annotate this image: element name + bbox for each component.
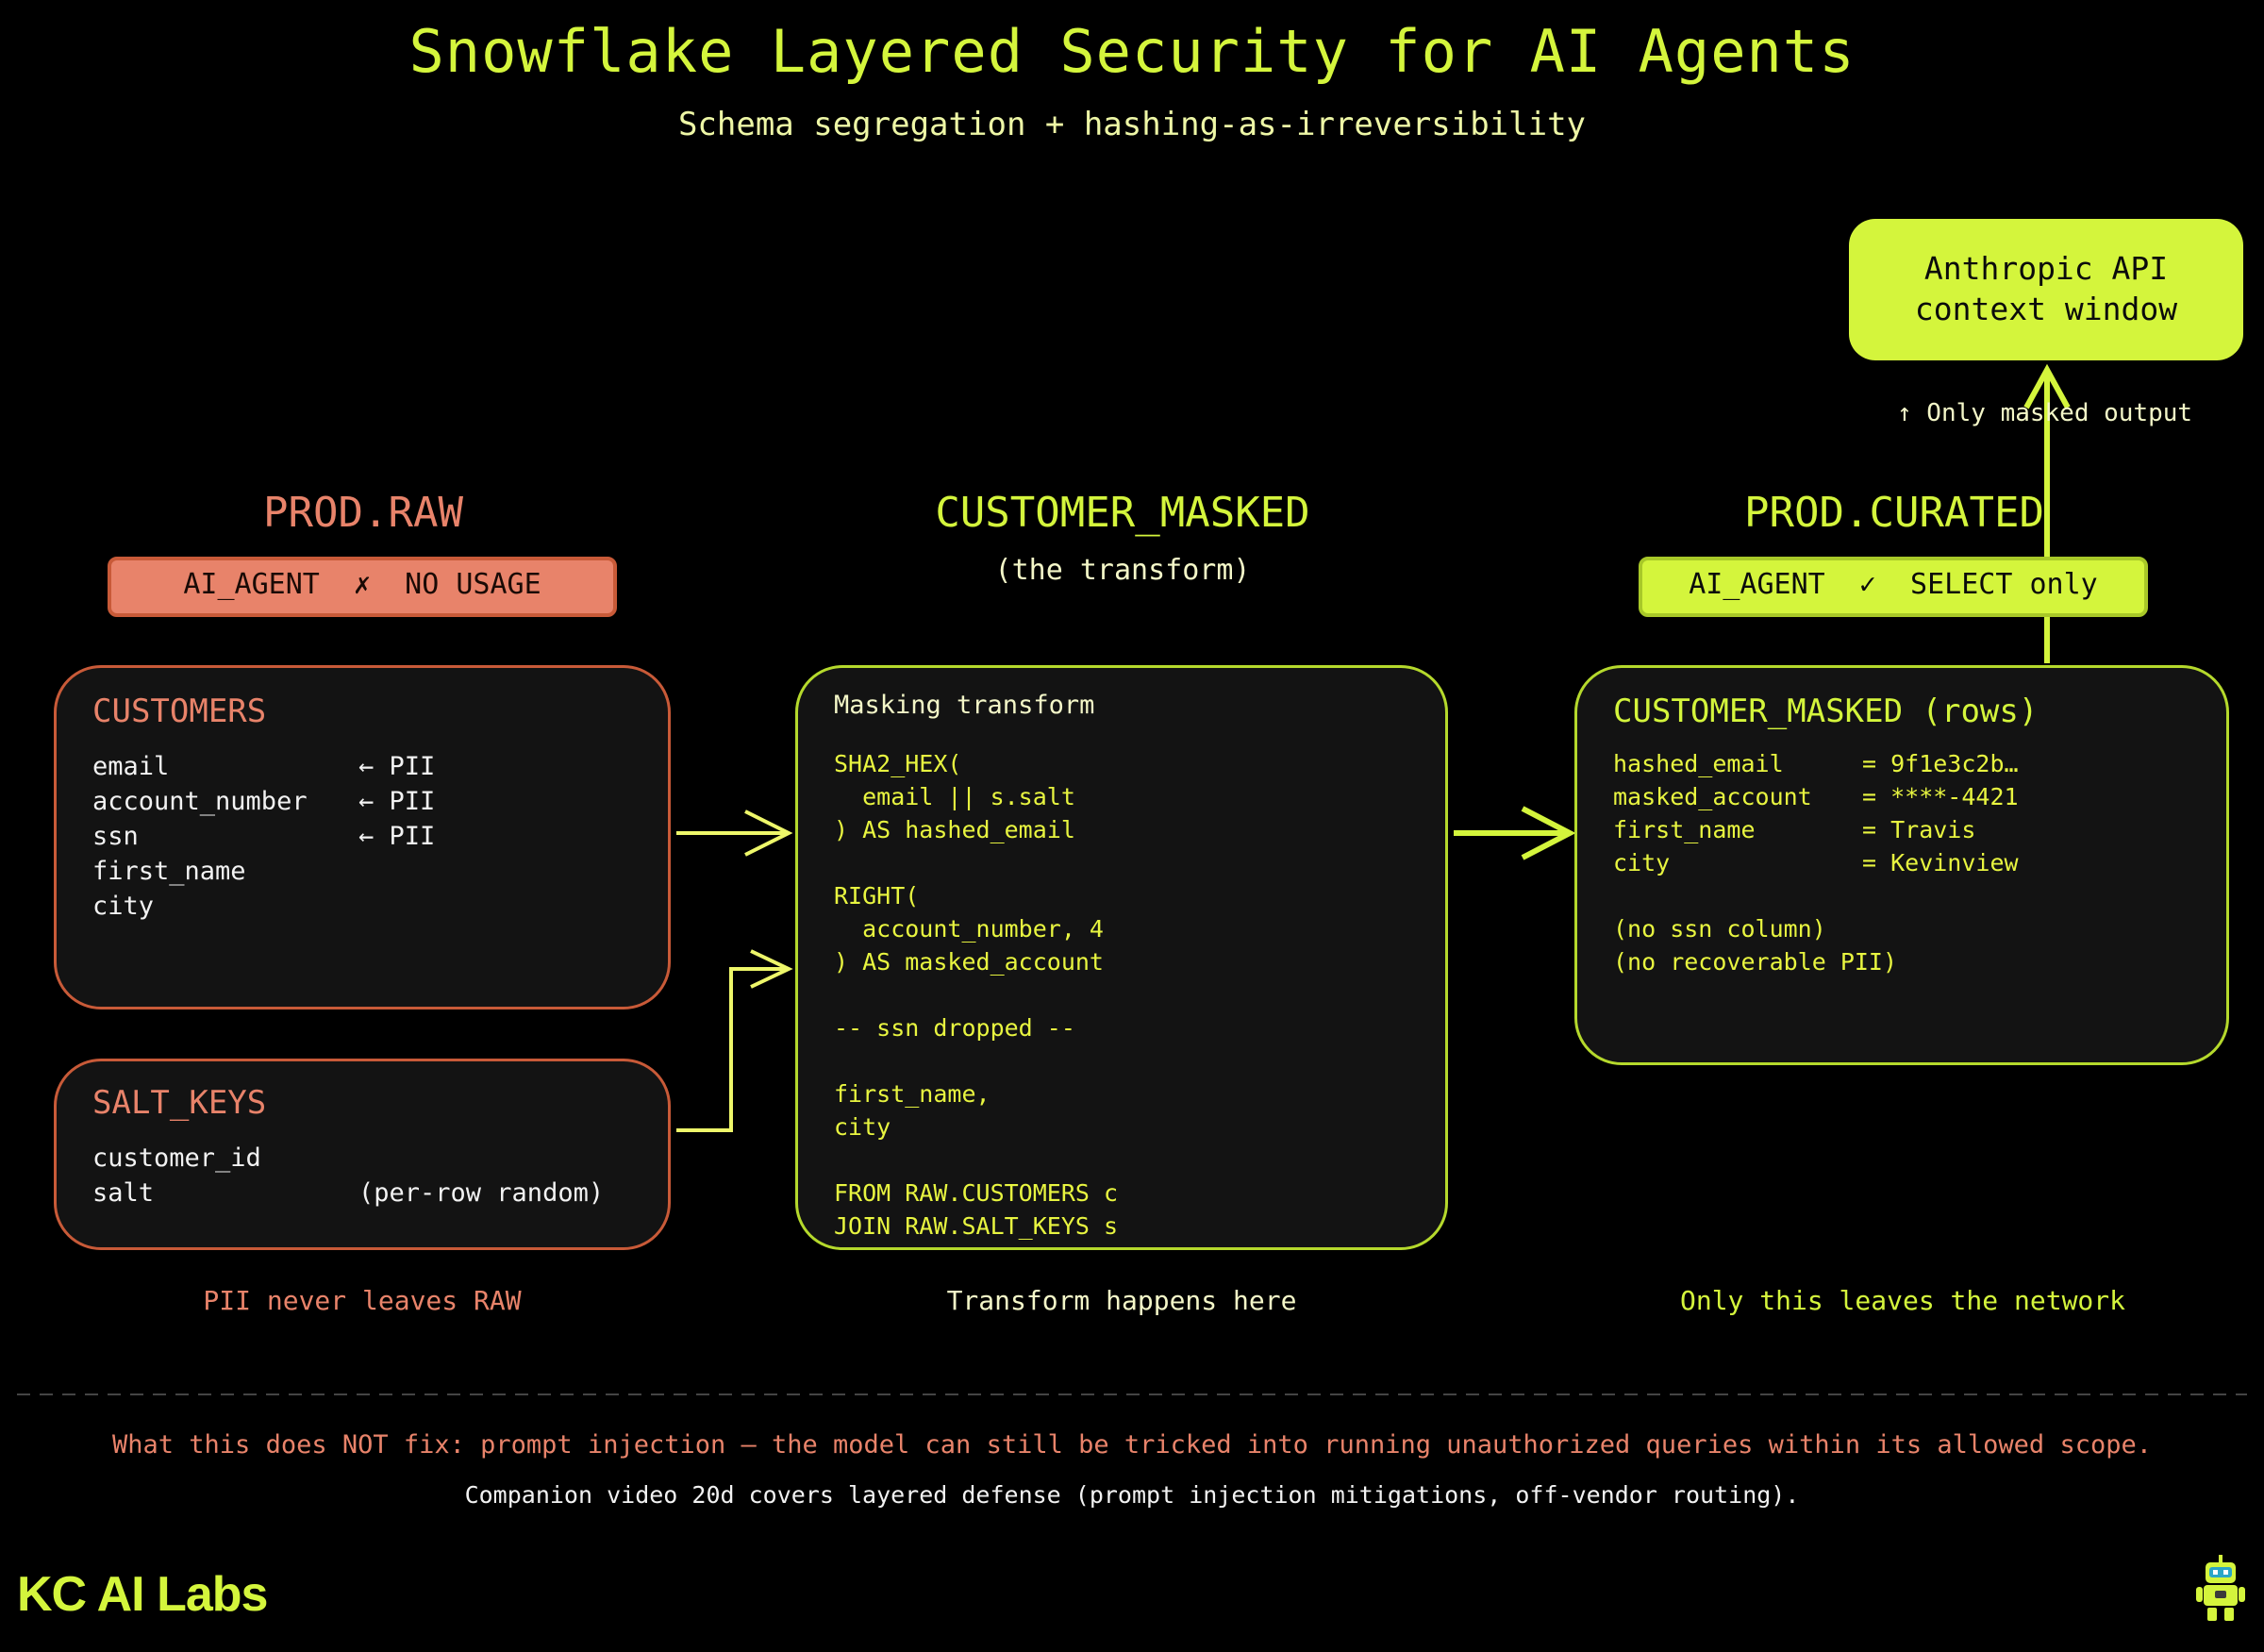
curated-note: (no recoverable PII) <box>1613 948 1898 976</box>
column-row: city <box>1613 849 1671 876</box>
api-label-line2: context window <box>1914 291 2178 327</box>
curated-note: (no ssn column) <box>1613 915 1826 943</box>
column-row: masked_account <box>1613 783 1812 810</box>
arrow-salt-to-transform <box>676 949 793 1132</box>
sql-line: SHA2_HEX( <box>834 750 962 777</box>
masking-transform-box: Masking transform SHA2_HEX( email || s.s… <box>795 665 1448 1250</box>
curated-access-pill: AI_AGENT ✓ SELECT only <box>1639 557 2148 617</box>
column-row: hashed_email <box>1613 750 1784 777</box>
column-row: email <box>92 752 170 781</box>
customers-pii-notes: ← PII ← PII ← PII <box>358 749 435 854</box>
curated-values: = 9f1e3c2b… = ****-4421 = Travis = Kevin… <box>1862 747 2019 879</box>
api-arrow-label: ↑ Only masked output <box>1897 399 2193 427</box>
schema-title-raw: PROD.RAW <box>263 489 463 537</box>
sql-line: FROM RAW.CUSTOMERS c <box>834 1179 1119 1207</box>
schema-title-curated: PROD.CURATED <box>1744 489 2044 537</box>
transform-subtitle: (the transform) <box>994 554 1251 587</box>
sql-line: ) AS hashed_email <box>834 816 1075 843</box>
sql-line: city <box>834 1113 891 1141</box>
limitation-warning: What this does NOT fix: prompt injection… <box>112 1430 2152 1460</box>
sql-line <box>834 1143 1118 1176</box>
companion-video-note: Companion video 20d covers layered defen… <box>464 1481 1800 1509</box>
sql-line: JOIN RAW.SALT_KEYS s <box>834 1212 1119 1240</box>
sql-line <box>834 978 1118 1011</box>
arrow-transform-to-curated <box>1454 806 1576 860</box>
column-value: = 9f1e3c2b… <box>1862 750 2019 777</box>
column-note: (per-row random) <box>358 1178 605 1208</box>
raw-access-pill: AI_AGENT ✗ NO USAGE <box>108 557 617 617</box>
salt-keys-table-box: SALT_KEYS customer_id salt (per-row rand… <box>54 1059 671 1250</box>
page-title: Snowflake Layered Security for AI Agents <box>408 17 1856 86</box>
salt-keys-table-title: SALT_KEYS <box>92 1084 267 1122</box>
robot-mascot-icon <box>2196 1555 2245 1621</box>
salt-keys-notes: (per-row random) <box>358 1141 604 1210</box>
curated-footer: Only this leaves the network <box>1679 1285 2125 1316</box>
customers-table-title: CUSTOMERS <box>92 693 267 730</box>
masking-transform-title: Masking transform <box>834 691 1095 720</box>
arrow-customers-to-transform <box>676 809 793 857</box>
customers-columns: email account_number ssn first_name city <box>92 749 308 924</box>
sql-line <box>834 1044 1118 1077</box>
column-note <box>358 1141 604 1176</box>
api-label-line1: Anthropic API <box>1923 250 2169 287</box>
brand-logo-text: KC AI Labs <box>17 1567 268 1622</box>
schema-title-transform: CUSTOMER_MASKED <box>935 489 1310 537</box>
column-row: city <box>92 892 155 921</box>
sql-line: first_name, <box>834 1080 990 1108</box>
sql-line: RIGHT( <box>834 882 920 909</box>
pii-note: ← PII <box>358 752 436 781</box>
pii-note: ← PII <box>358 822 436 851</box>
column-value: = Travis <box>1862 816 1976 843</box>
page-subtitle: Schema segregation + hashing-as-irrevers… <box>677 106 1587 143</box>
curated-rows-box: CUSTOMER_MASKED (rows) hashed_email mask… <box>1574 665 2229 1065</box>
transform-sql: SHA2_HEX( email || s.salt ) AS hashed_em… <box>834 747 1118 1243</box>
pii-note: ← PII <box>358 787 436 816</box>
column-row: account_number <box>92 787 308 816</box>
transform-footer: Transform happens here <box>946 1285 1297 1316</box>
salt-keys-columns: customer_id salt <box>92 1141 261 1210</box>
column-value: = ****-4421 <box>1862 783 2019 810</box>
sql-line <box>834 846 1118 879</box>
sql-line: email || s.salt <box>834 783 1075 810</box>
column-row: ssn <box>92 822 139 851</box>
curated-columns: hashed_email masked_account first_name c… <box>1613 747 1897 978</box>
column-row: first_name <box>92 857 246 886</box>
sql-line: account_number, 4 <box>834 915 1104 943</box>
column-row: salt <box>92 1178 155 1208</box>
api-context-window-box: Anthropic API context window <box>1849 219 2243 360</box>
column-value: = Kevinview <box>1862 849 2019 876</box>
column-row: customer_id <box>92 1143 261 1173</box>
sql-line: ) AS masked_account <box>834 948 1104 976</box>
sql-line: -- ssn dropped -- <box>834 1014 1075 1042</box>
raw-footer: PII never leaves RAW <box>203 1285 522 1316</box>
customers-table-box: CUSTOMERS email account_number ssn first… <box>54 665 671 1010</box>
column-row: first_name <box>1613 816 1756 843</box>
curated-rows-title: CUSTOMER_MASKED (rows) <box>1613 693 2039 730</box>
